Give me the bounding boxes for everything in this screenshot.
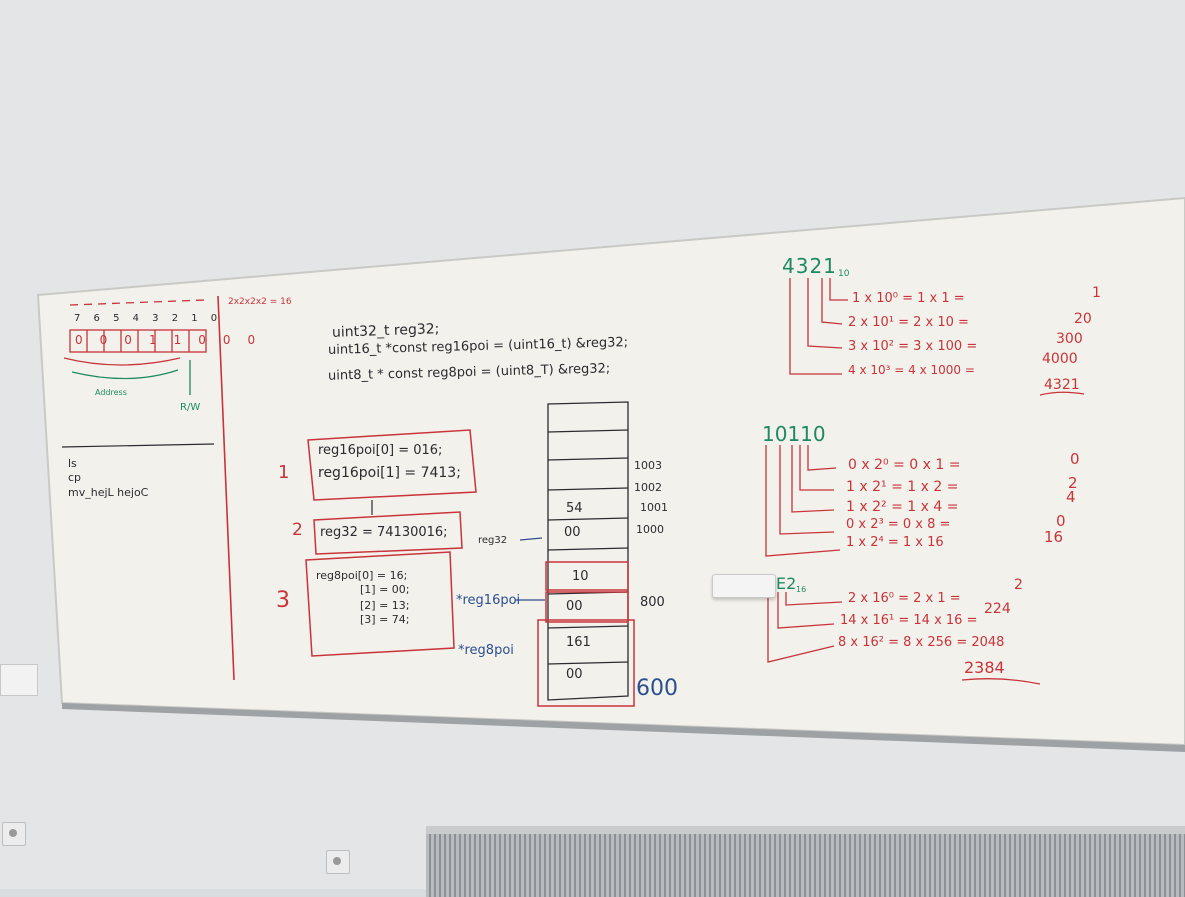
- box2-line1: reg32 = 74130016;: [320, 525, 448, 540]
- mem-addr-800: 800: [640, 595, 665, 610]
- binary-value-3: 4: [1066, 488, 1076, 506]
- hex-base: 16: [796, 585, 807, 594]
- hex-value-1: 2: [1014, 577, 1023, 593]
- step-3: 3: [276, 588, 290, 613]
- box3-line1: reg8poi[0] = 16;: [316, 569, 408, 582]
- cell-10: 10: [572, 569, 589, 584]
- cmd-mv: mv_hejL hejoC: [68, 486, 149, 499]
- address-label: Address: [95, 388, 127, 397]
- decimal-row-4: 4 x 10³ = 4 x 1000 =: [848, 363, 975, 377]
- bit-numbers: 7 6 5 4 3 2 1 0: [74, 313, 223, 324]
- box3-line2: [1] = 00;: [360, 583, 410, 596]
- divider-line: [217, 295, 235, 681]
- binary-row-5: 1 x 2⁴ = 1 x 16: [846, 535, 944, 550]
- wall-socket-left: [2, 822, 26, 846]
- decimal-value-1: 1: [1092, 285, 1101, 301]
- cell-00-b: 00: [566, 599, 583, 614]
- radiator: [426, 826, 1185, 897]
- decimal-row-2: 2 x 10¹ = 2 x 10 =: [848, 315, 969, 330]
- decimal-value-4: 4000: [1042, 351, 1078, 367]
- binary-row-2: 1 x 2¹ = 1 x 2 =: [846, 479, 959, 495]
- cell-161: 161: [566, 635, 591, 650]
- decimal-value-3: 300: [1056, 331, 1083, 347]
- decl-uint32: uint32_t reg32;: [331, 321, 440, 341]
- mem-addr-1001: 1001: [640, 501, 668, 514]
- rw-label: R/W: [180, 402, 201, 413]
- hex-sum: 2384: [964, 658, 1005, 677]
- binary-row-4: 0 x 2³ = 0 x 8 =: [846, 517, 951, 532]
- binary-value-2: 2: [1068, 474, 1078, 492]
- pointer-reg32: reg32: [478, 535, 508, 546]
- decimal-row-1: 1 x 10⁰ = 1 x 1 =: [852, 291, 965, 306]
- decimal-number: 4321: [782, 254, 837, 278]
- hex-value-2: 224: [984, 601, 1011, 617]
- decimal-base: 10: [838, 269, 850, 279]
- binary-number: 10110: [762, 422, 826, 446]
- step-2: 2: [292, 520, 303, 540]
- mem-addr-1002: 1002: [634, 481, 662, 494]
- hex-row-3: 8 x 16² = 8 x 256 = 2048: [838, 635, 1005, 650]
- hex-number: E2: [776, 574, 797, 593]
- cmd-cp: cp: [68, 471, 82, 484]
- binary-row-1: 0 x 2⁰ = 0 x 1 =: [848, 457, 961, 473]
- memory-diagram: [547, 401, 629, 701]
- binary-value-1: 0: [1070, 450, 1080, 468]
- decimal-value-2: 20: [1074, 311, 1092, 327]
- whiteboard: [36, 196, 1185, 747]
- box3-line3: [2] = 13;: [360, 599, 410, 612]
- bit-values: 0 0 0 1 1 0 0 0: [75, 333, 262, 347]
- whiteboard-eraser: [712, 574, 776, 598]
- wall-socket-center: [326, 850, 350, 874]
- cell-00-c: 00: [566, 667, 583, 682]
- hex-row-2: 14 x 16¹ = 14 x 16 =: [840, 613, 978, 628]
- cmd-ls: ls: [68, 457, 77, 470]
- pointer-reg16poi: *reg16poi: [456, 593, 521, 608]
- cell-00-a: 00: [564, 525, 581, 540]
- cell-54: 54: [566, 501, 583, 516]
- step-1: 1: [278, 462, 290, 483]
- box1-line1: reg16poi[0] = 016;: [318, 443, 443, 458]
- wall-switch-panel: [0, 664, 38, 696]
- mem-addr-1000: 1000: [636, 523, 664, 536]
- box1-line2: reg16poi[1] = 7413;: [318, 465, 461, 481]
- mem-addr-600: 600: [636, 676, 678, 701]
- binary-value-5: 16: [1044, 528, 1064, 546]
- mem-addr-1003: 1003: [634, 459, 662, 472]
- box3-line4: [3] = 74;: [360, 613, 410, 626]
- pointer-reg8poi: *reg8poi: [458, 643, 514, 658]
- decimal-sum: 4321: [1044, 377, 1080, 393]
- binary-value-4: 0: [1056, 512, 1066, 530]
- decimal-row-3: 3 x 10² = 3 x 100 =: [848, 339, 978, 354]
- hex-row-1: 2 x 16⁰ = 2 x 1 =: [848, 591, 961, 606]
- bit-register-drawing: [63, 299, 207, 366]
- binary-row-3: 1 x 2² = 1 x 4 =: [846, 499, 959, 515]
- pow-note: 2x2x2x2 = 16: [228, 297, 292, 307]
- code-boxes: [305, 429, 477, 657]
